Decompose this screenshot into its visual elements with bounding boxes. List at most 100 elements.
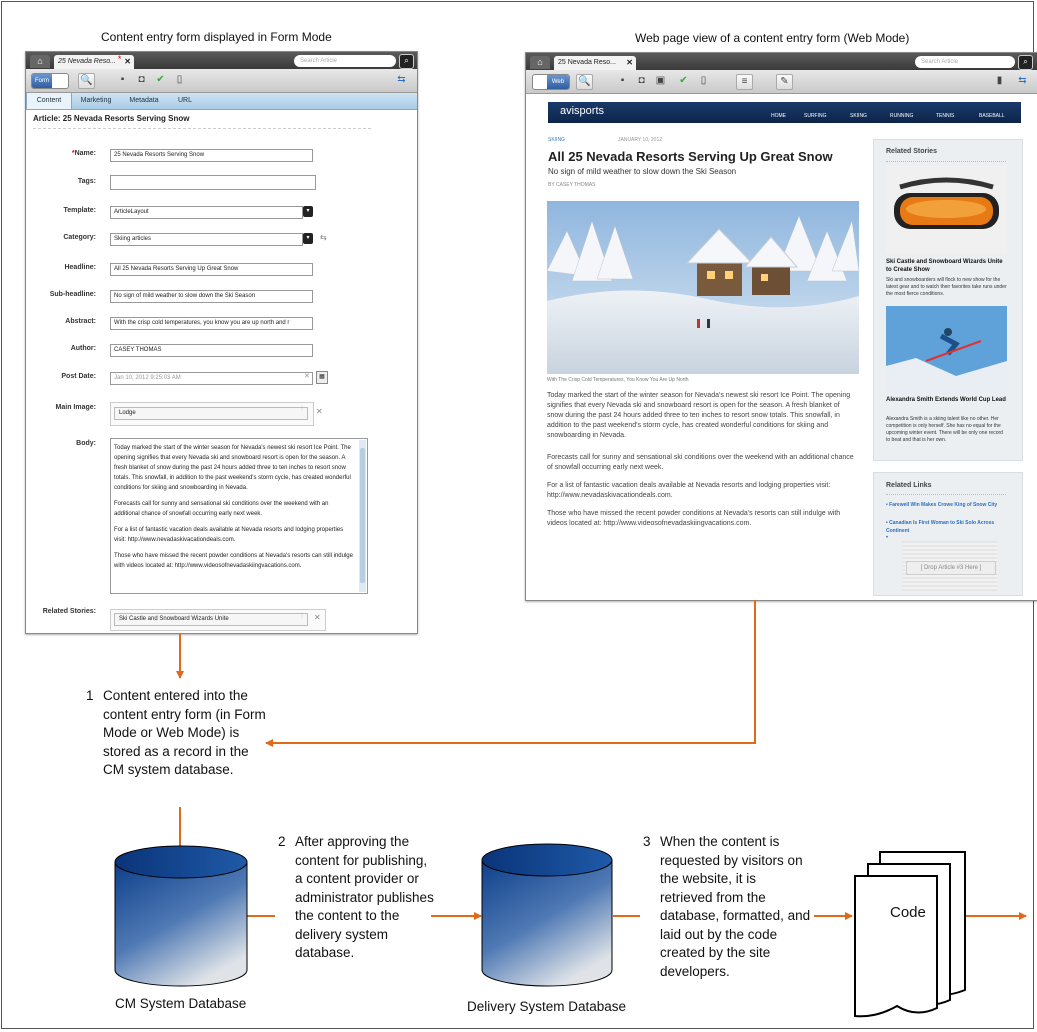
article-paragraph: For a list of fantastic vacation deals a… bbox=[547, 482, 831, 499]
device-icon[interactable]: ▮ bbox=[996, 75, 1003, 86]
search-icon[interactable]: ⌕ bbox=[1018, 55, 1033, 70]
pin-icon: ⫶ bbox=[301, 406, 303, 413]
remove-related-icon[interactable]: ✕ bbox=[314, 613, 321, 622]
approve-icon[interactable]: ✔ bbox=[156, 74, 165, 85]
body-scrollbar[interactable] bbox=[359, 440, 366, 592]
search-input[interactable]: Search Article bbox=[294, 55, 396, 67]
body-paragraph: For a list of fantastic vacation deals a… bbox=[114, 527, 344, 543]
nav-running[interactable]: RUNNING bbox=[890, 113, 914, 119]
headline-field[interactable]: All 25 Nevada Resorts Serving Up Great S… bbox=[110, 263, 313, 276]
code-label: Code bbox=[890, 904, 926, 921]
close-tab-icon[interactable]: ✕ bbox=[626, 58, 633, 67]
related-link[interactable]: • Canadian Is First Woman to Ski Solo Ac… bbox=[886, 520, 995, 534]
document-tab-title: 25 Nevada Reso... bbox=[58, 58, 116, 65]
web-mode-caption: Web page view of a content entry form (W… bbox=[635, 31, 910, 45]
delete-icon[interactable]: ▯ bbox=[176, 74, 183, 85]
nav-skiing[interactable]: SKIING bbox=[850, 113, 867, 119]
drop-article-placeholder[interactable]: [ Drop Article #3 Here ] bbox=[906, 561, 996, 575]
tab-url[interactable]: URL bbox=[177, 97, 192, 104]
chevron-down-icon[interactable]: ▾ bbox=[303, 206, 313, 217]
step-text: Content entered into the content entry f… bbox=[103, 688, 266, 777]
site-banner: avisports HOME SURFING SKIING RUNNING TE… bbox=[548, 102, 1021, 123]
cm-database-icon bbox=[114, 845, 248, 987]
goggles-image bbox=[886, 165, 1007, 253]
content-subtabs: Content Marketing Metadata URL bbox=[26, 93, 417, 110]
nav-tennis[interactable]: TENNIS bbox=[936, 113, 955, 119]
mode-toggle[interactable]: Form bbox=[31, 73, 69, 89]
body-paragraph: Today marked the start of the winter sea… bbox=[114, 445, 351, 491]
search-icon[interactable]: ⌕ bbox=[399, 54, 414, 69]
tab-metadata[interactable]: Metadata bbox=[129, 97, 159, 104]
preview-icon[interactable]: 🔍 bbox=[576, 74, 593, 90]
pin-icon: ⫶ bbox=[301, 613, 303, 620]
mode-toggle[interactable]: Web bbox=[532, 74, 570, 90]
form-mode-label: Form bbox=[32, 74, 52, 88]
site-logo: avisports bbox=[560, 105, 605, 117]
home-icon[interactable]: ⌂ bbox=[30, 55, 50, 68]
tab-marketing[interactable]: Marketing bbox=[80, 97, 112, 104]
related-story-chip[interactable]: Ski Castle and Snowboard Wizards Unite bbox=[114, 613, 308, 626]
binoculars-icon[interactable]: ◘ bbox=[638, 75, 645, 86]
related-link[interactable]: • Farewell Win Makes Crowe King of Snow … bbox=[886, 502, 998, 508]
document-tab[interactable]: 25 Nevada Reso... * ✕ bbox=[54, 54, 134, 69]
tags-field[interactable] bbox=[110, 175, 316, 190]
step-1: 1 Content entered into the content entry… bbox=[86, 687, 273, 780]
refresh-icon[interactable]: ⇆ bbox=[1018, 75, 1027, 86]
home-icon[interactable]: ⌂ bbox=[530, 56, 550, 69]
document-tab[interactable]: 25 Nevada Reso... ✕ bbox=[554, 56, 636, 70]
divider bbox=[33, 128, 371, 129]
link-icon[interactable]: ⇆ bbox=[320, 233, 327, 242]
binoculars-icon[interactable]: ◘ bbox=[138, 74, 145, 85]
arrow-web-to-step1 bbox=[265, 600, 756, 747]
template-label: Template: bbox=[63, 207, 96, 214]
clear-date-icon[interactable]: ✕ bbox=[304, 373, 310, 380]
nav-baseball[interactable]: BASEBALL bbox=[979, 113, 1005, 119]
body-label: Body: bbox=[76, 440, 96, 447]
section-label[interactable]: SKIING bbox=[548, 137, 565, 143]
approve-icon[interactable]: ✔ bbox=[679, 75, 688, 86]
story2-text: Alexandra Smith is a skiing talent like … bbox=[886, 416, 1003, 443]
preview-icon[interactable]: 🔍 bbox=[78, 73, 95, 89]
body-paragraph: Forecasts call for sunny and sensational… bbox=[114, 501, 329, 517]
image-caption: With The Crisp Cold Temperatures, You Kn… bbox=[547, 377, 689, 383]
nav-home[interactable]: HOME bbox=[771, 113, 786, 119]
remove-image-icon[interactable]: ✕ bbox=[316, 407, 323, 416]
article-paragraph: Today marked the start of the winter sea… bbox=[547, 392, 851, 439]
name-field[interactable]: 25 Nevada Resorts Serving Snow bbox=[110, 149, 313, 162]
tab-content[interactable]: Content bbox=[26, 93, 72, 109]
form-view-icon[interactable]: ≡ bbox=[736, 74, 753, 90]
compare-icon[interactable]: ▣ bbox=[655, 75, 666, 86]
edit-icon[interactable]: ✎ bbox=[776, 74, 793, 90]
step-3: 3 When the content is requested by visit… bbox=[643, 833, 812, 981]
related-label: Related Stories: bbox=[42, 608, 96, 615]
save-icon[interactable]: ▪ bbox=[120, 74, 125, 85]
form-mode-caption: Content entry form displayed in Form Mod… bbox=[101, 30, 332, 44]
calendar-icon[interactable]: ▦ bbox=[316, 371, 328, 384]
template-select[interactable]: ArticleLayout bbox=[110, 206, 303, 219]
delete-icon[interactable]: ▯ bbox=[700, 75, 707, 86]
chevron-down-icon[interactable]: ▾ bbox=[303, 233, 313, 244]
form-mode-window: ⌂ 25 Nevada Reso... * ✕ Search Article ⌕… bbox=[25, 51, 418, 634]
story2-title[interactable]: Alexandra Smith Extends World Cup Lead bbox=[886, 397, 1006, 403]
postdate-field[interactable]: Jan 10, 2012 9:25:03 AM bbox=[110, 372, 313, 385]
nav-surfing[interactable]: SURFING bbox=[804, 113, 827, 119]
abstract-label: Abstract: bbox=[65, 318, 96, 325]
article-headline: All 25 Nevada Resorts Serving Up Great S… bbox=[548, 149, 833, 164]
close-tab-icon[interactable]: ✕ bbox=[124, 57, 131, 66]
story1-title[interactable]: Ski Castle and Snowboard Wizards Unite t… bbox=[886, 259, 1003, 273]
refresh-icon[interactable]: ⇆ bbox=[397, 74, 406, 85]
step-number: 1 bbox=[86, 688, 94, 703]
abstract-field[interactable]: With the crisp cold temperatures, you kn… bbox=[110, 317, 313, 330]
body-editor[interactable]: Today marked the start of the winter sea… bbox=[110, 438, 368, 594]
related-links-panel: Related Links • Farewell Win Makes Crowe… bbox=[873, 472, 1023, 596]
author-field[interactable]: CASEY THOMAS bbox=[110, 344, 313, 357]
divider bbox=[886, 161, 1006, 162]
mainimage-chip[interactable]: Lodge bbox=[114, 407, 308, 420]
search-input[interactable]: Search Article bbox=[915, 56, 1015, 68]
category-select[interactable]: Skiing articles bbox=[110, 233, 303, 246]
save-icon[interactable]: ▪ bbox=[620, 75, 625, 86]
article-date: JANUARY 10, 2012 bbox=[618, 137, 663, 143]
step-2: 2 After approving the content for publis… bbox=[278, 833, 435, 963]
subheadline-field[interactable]: No sign of mild weather to slow down the… bbox=[110, 290, 313, 303]
scrollbar-thumb[interactable] bbox=[360, 448, 365, 583]
